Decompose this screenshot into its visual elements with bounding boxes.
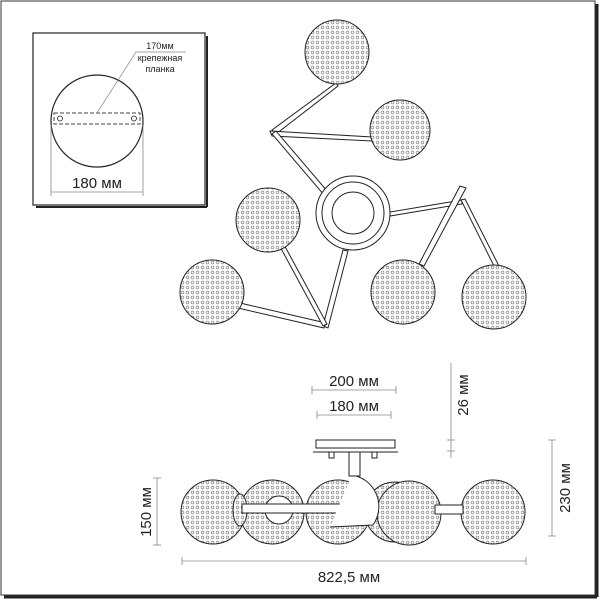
globe — [370, 259, 436, 325]
canopy-inner-label: 180 мм — [329, 398, 379, 415]
canopy-circle — [50, 74, 144, 168]
bracket-length-label: 170мм — [146, 41, 173, 51]
globe — [235, 187, 301, 253]
globe — [376, 480, 442, 546]
total-width-label: 822,5 мм — [318, 569, 380, 586]
mounting-inset: 170мм крепежная планка 180 мм — [32, 32, 208, 208]
globe — [179, 259, 245, 325]
leader-line — [96, 51, 186, 114]
globe — [460, 479, 526, 545]
inset-diameter-label: 180 мм — [72, 175, 122, 192]
globe — [304, 19, 370, 85]
bracket-label-2: планка — [145, 64, 174, 74]
globe — [369, 99, 431, 161]
canopy-height-label: 26 мм — [455, 374, 472, 415]
side-view — [180, 439, 526, 546]
bracket-label-1: крепежная — [138, 53, 183, 63]
globe-height-label: 150 мм — [138, 487, 155, 537]
total-height-label: 230 мм — [557, 463, 574, 513]
globe — [461, 264, 527, 330]
top-view — [179, 19, 527, 330]
dimensions: 200 мм 180 мм 26 мм 230 мм 150 мм 822,5 … — [138, 363, 574, 586]
canopy-outer-label: 200 мм — [329, 373, 379, 390]
